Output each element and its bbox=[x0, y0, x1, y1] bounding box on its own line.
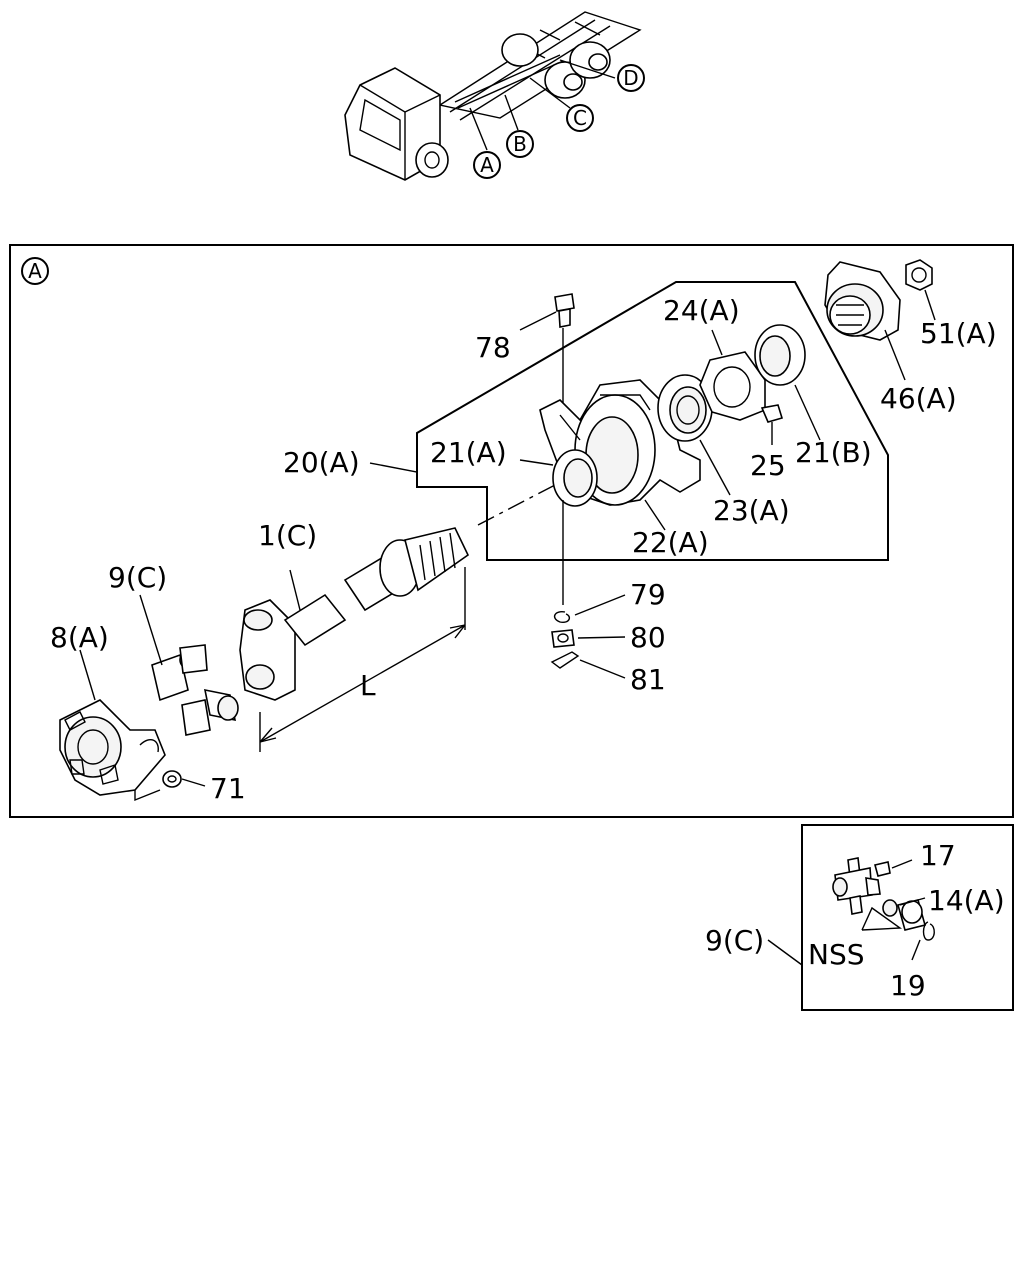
label-20a: 20(A) bbox=[283, 446, 360, 479]
label-23a: 23(A) bbox=[713, 494, 790, 527]
washer-79 bbox=[553, 594, 626, 624]
flange-46a bbox=[824, 261, 906, 381]
label-79: 79 bbox=[630, 578, 666, 611]
dust-cover-24a bbox=[699, 329, 766, 421]
label-inset-ref-9c: 9(C) bbox=[705, 924, 764, 957]
inset-grease-fitting-17 bbox=[874, 859, 913, 877]
inset-bearing-cup-14a bbox=[882, 897, 926, 931]
label-25: 25 bbox=[750, 449, 786, 482]
truck-callout-d: D bbox=[617, 64, 645, 92]
nut-51a bbox=[905, 259, 936, 321]
svg-text:D: D bbox=[623, 66, 638, 90]
truck-locator-illustration bbox=[344, 11, 642, 181]
inset-snap-ring-19 bbox=[911, 921, 935, 961]
label-78: 78 bbox=[475, 331, 511, 364]
seal-21b bbox=[754, 324, 821, 441]
dimension-l bbox=[259, 567, 466, 752]
inset-ref-leader bbox=[767, 939, 803, 966]
truck-callout-a: A bbox=[473, 151, 501, 179]
svg-text:B: B bbox=[513, 132, 527, 156]
leader-20a bbox=[369, 462, 418, 473]
inset-nss-bracket bbox=[861, 906, 903, 931]
svg-text:A: A bbox=[480, 153, 494, 177]
svg-text:A: A bbox=[28, 259, 42, 283]
label-80: 80 bbox=[630, 621, 666, 654]
label-21b: 21(B) bbox=[795, 436, 872, 469]
cotter-pin-81 bbox=[550, 651, 626, 679]
universal-joint-9c bbox=[139, 594, 239, 736]
label-dimension-l: L bbox=[360, 669, 376, 702]
label-21a: 21(A) bbox=[430, 436, 507, 469]
washer-71 bbox=[162, 770, 206, 788]
label-17: 17 bbox=[920, 839, 956, 872]
main-panel-marker: A bbox=[21, 257, 49, 285]
inset-universal-joint bbox=[832, 857, 881, 915]
seal-21a bbox=[519, 449, 598, 507]
label-nss: NSS bbox=[808, 938, 865, 971]
grease-nipple-25 bbox=[760, 404, 784, 445]
label-9c: 9(C) bbox=[108, 561, 167, 594]
label-24a: 24(A) bbox=[663, 294, 740, 327]
truck-callout-b: B bbox=[506, 130, 534, 158]
truck-callout-c: C bbox=[566, 104, 594, 132]
inset-panel-frame bbox=[801, 824, 1014, 1011]
main-panel-frame bbox=[9, 244, 1014, 818]
drive-shaft-1c bbox=[239, 527, 470, 701]
nut-80 bbox=[551, 629, 626, 648]
label-22a: 22(A) bbox=[632, 526, 709, 559]
svg-text:C: C bbox=[573, 106, 587, 130]
label-1c: 1(C) bbox=[258, 519, 317, 552]
label-19: 19 bbox=[890, 969, 926, 1002]
label-51a: 51(A) bbox=[920, 317, 997, 350]
label-81: 81 bbox=[630, 663, 666, 696]
assembly-20a-outline bbox=[416, 281, 889, 561]
label-14a: 14(A) bbox=[928, 884, 1005, 917]
flange-yoke-8a bbox=[59, 649, 166, 802]
label-71: 71 bbox=[210, 772, 246, 805]
label-8a: 8(A) bbox=[50, 621, 109, 654]
label-46a: 46(A) bbox=[880, 382, 957, 415]
bearing-23a bbox=[657, 374, 731, 496]
